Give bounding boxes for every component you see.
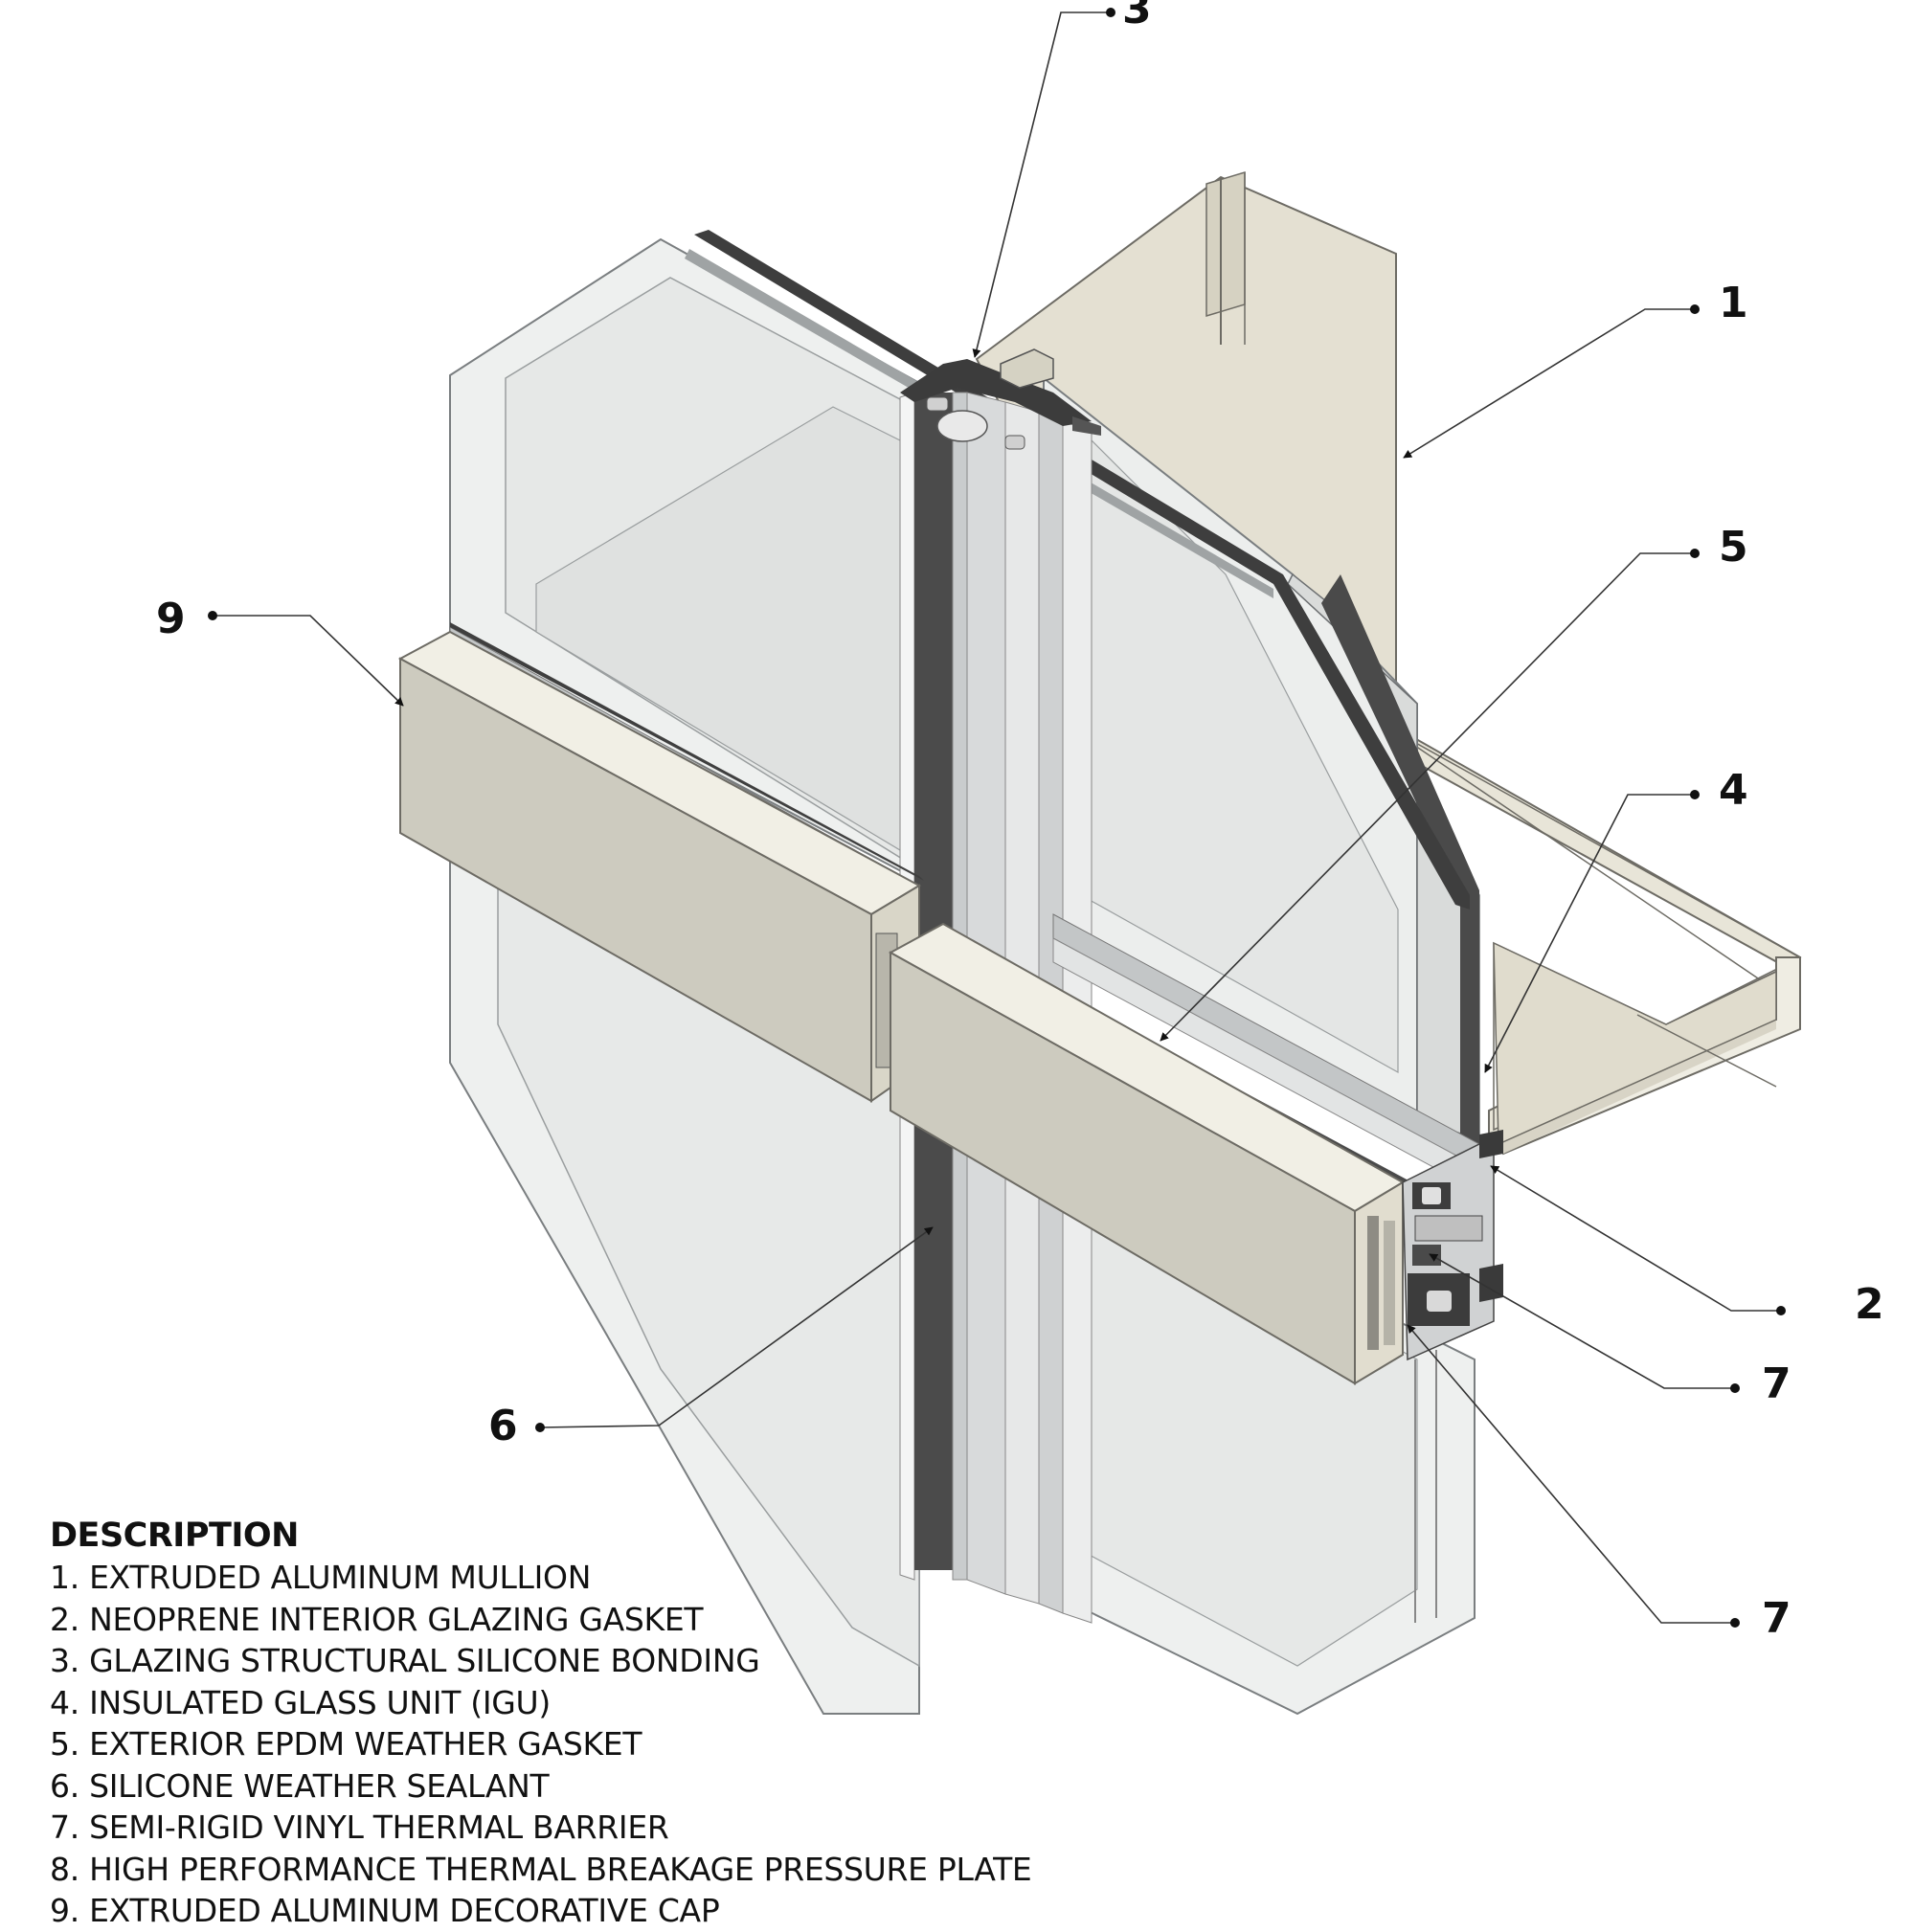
callout-6: 6 bbox=[488, 1402, 518, 1450]
leader-6 bbox=[539, 1226, 934, 1428]
callout-dots bbox=[208, 8, 1786, 1628]
callout-7a: 7 bbox=[1762, 1359, 1791, 1408]
legend-item: 5. EXTERIOR EPDM WEATHER GASKET bbox=[50, 1725, 642, 1763]
legend-item: 1. EXTRUDED ALUMINUM MULLION bbox=[50, 1559, 592, 1596]
legend-title: DESCRIPTION bbox=[50, 1516, 299, 1555]
legend-item: 9. EXTRUDED ALUMINUM DECORATIVE CAP bbox=[50, 1892, 720, 1929]
legend-item: 2. NEOPRENE INTERIOR GLAZING GASKET bbox=[50, 1600, 704, 1638]
leader-1 bbox=[1403, 308, 1692, 459]
legend-item: 7. SEMI-RIGID VINYL THERMAL BARRIER bbox=[50, 1808, 669, 1846]
callout-2: 2 bbox=[1855, 1280, 1884, 1329]
legend-item: 6. SILICONE WEATHER SEALANT bbox=[50, 1766, 550, 1805]
legend-item: 8. HIGH PERFORMANCE THERMAL BREAKAGE PRE… bbox=[50, 1850, 1032, 1888]
leader-4 bbox=[1484, 794, 1692, 1073]
leader-2 bbox=[1490, 1165, 1778, 1312]
legend-item: 4. INSULATED GLASS UNIT (IGU) bbox=[50, 1683, 551, 1721]
legend-list: 1. EXTRUDED ALUMINUM MULLION 2. NEOPRENE… bbox=[50, 1557, 1199, 1932]
callout-1: 1 bbox=[1719, 279, 1748, 327]
callout-3: 3 bbox=[1122, 0, 1152, 34]
leader-7a bbox=[1429, 1253, 1735, 1389]
leader-7b bbox=[1407, 1324, 1735, 1624]
leader-9 bbox=[213, 615, 404, 707]
leader-3 bbox=[972, 11, 1108, 358]
callout-4: 4 bbox=[1719, 766, 1748, 815]
callout-5: 5 bbox=[1719, 523, 1748, 572]
legend-item: 3. GLAZING STRUCTURAL SILICONE BONDING bbox=[50, 1642, 760, 1679]
extruded-aluminum-decorative-cap-left bbox=[397, 630, 922, 1103]
callout-7b: 7 bbox=[1762, 1594, 1791, 1643]
callout-9: 9 bbox=[156, 595, 186, 643]
leader-5 bbox=[1160, 552, 1692, 1042]
description-legend: DESCRIPTION 1. EXTRUDED ALUMINUM MULLION… bbox=[50, 1515, 1199, 1932]
callout-leaders bbox=[213, 11, 1778, 1624]
pressure-plate-profile bbox=[1402, 1130, 1503, 1623]
extruded-aluminum-decorative-cap-right bbox=[888, 922, 1405, 1385]
